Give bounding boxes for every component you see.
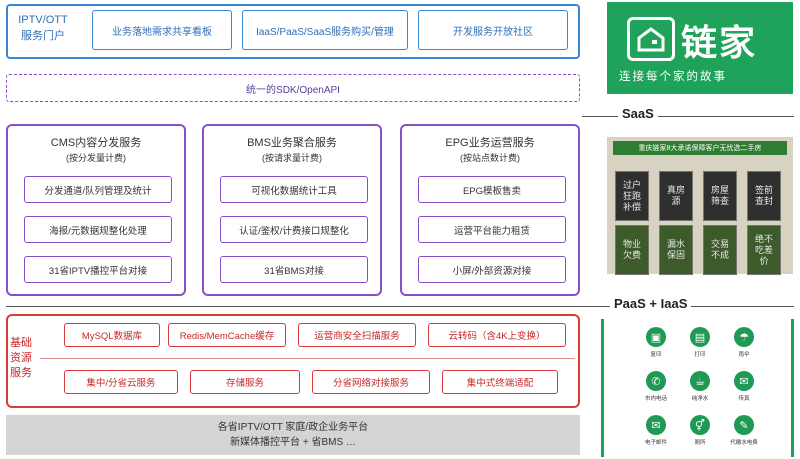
poster-tile-5: 物业 欠费	[615, 225, 649, 275]
base-storage: 存储服务	[190, 370, 300, 394]
base-cloud: 集中/分省云服务	[64, 370, 178, 394]
saas-separator	[582, 116, 794, 117]
portal-box-cloud-purchase: IaaS/PaaS/SaaS服务购买/管理	[242, 10, 408, 50]
base-transcode: 云转码（含4K上变换）	[428, 323, 566, 347]
house-logo-icon	[627, 17, 675, 61]
epg-item-3: 小屏/外部资源对接	[418, 256, 566, 283]
app-label-print: 打印	[694, 352, 706, 358]
cup-icon: ☕	[690, 371, 710, 391]
bms-item-3: 31省BMS对接	[220, 256, 368, 283]
portal-frame	[6, 4, 580, 59]
base-terminal: 集中式终端适配	[442, 370, 558, 394]
umbrella-icon: ☂	[734, 327, 754, 347]
app-label-copy: 复印	[650, 352, 662, 358]
lianjia-logo-panel: 链家 连接每个家的故事	[607, 2, 793, 94]
bms-service-title: BMS业务聚合服务	[247, 137, 337, 149]
app-label-fax: 传真	[738, 396, 750, 402]
bms-item-1: 可视化数据统计工具	[220, 176, 368, 203]
base-resource-title: 基础 资源 服务	[10, 337, 32, 379]
services-icon-grid: ▣ 复印 ▤ 打印 ☂ 雨伞 ✆ 市内电话 ☕ 纯净水 ✉ 传真 ✉ 电子邮件 …	[601, 319, 794, 457]
fax-icon: ✉	[734, 371, 754, 391]
brand-slogan: 连接每个家的故事	[619, 71, 727, 83]
edit-icon: ✎	[734, 415, 754, 435]
base-redis: Redis/MemCache缓存	[168, 323, 286, 347]
portal-box-dev-community: 开发服务开放社区	[418, 10, 568, 50]
poster-tile-6: 漏水 保固	[659, 225, 693, 275]
platform-bar: 各省IPTV/OTT 家庭/政企业务平台 新媒体播控平台 + 省BMS …	[6, 415, 580, 455]
promise-poster: 重庆链家8大承诺保障客户无忧选二手房 过户 狂跑 补偿 真房 源 房屋 筛查 签…	[607, 137, 793, 275]
epg-service-box: EPG业务运营服务 (按站点数计费) EPG模板售卖 运营平台能力租赁 小屏/外…	[400, 124, 580, 296]
app-label-water: 纯净水	[691, 396, 709, 402]
cms-service-box: CMS内容分发服务 (按分发量计费) 分发通道/队列管理及统计 海报/元数据规整…	[6, 124, 186, 296]
base-mysql: MySQL数据库	[64, 323, 160, 347]
poster-tile-2: 真房 源	[659, 171, 693, 221]
portal-box-demand-board: 业务落地需求共享看板	[92, 10, 232, 50]
base-security-scan: 运营商安全扫描服务	[298, 323, 416, 347]
app-label-email: 电子邮件	[644, 440, 667, 446]
cms-service-title: CMS内容分发服务	[50, 137, 142, 149]
app-label-utilities: 代缴水电费	[730, 440, 758, 446]
base-divider	[40, 358, 575, 359]
poster-tile-8: 绝不 吃差 价	[747, 225, 781, 275]
poster-tile-1: 过户 狂跑 补偿	[615, 171, 649, 221]
restroom-icon: ⚥	[690, 415, 710, 435]
bms-item-2: 认证/鉴权/计费接口规整化	[220, 216, 368, 243]
app-label-phone: 市内电话	[644, 396, 667, 402]
epg-item-1: EPG模板售卖	[418, 176, 566, 203]
phone-icon: ✆	[646, 371, 666, 391]
epg-service-billing: (按站点数计费)	[460, 153, 520, 163]
print-icon: ▤	[690, 327, 710, 347]
paas-iaas-label: PaaS + IaaS	[610, 296, 692, 311]
portal-title: IPTV/OTT 服务门户	[18, 14, 68, 42]
platform-line-1: 各省IPTV/OTT 家庭/政企业务平台	[217, 422, 369, 433]
app-label-restroom: 厕所	[694, 440, 706, 446]
poster-tile-4: 签前 查封	[747, 171, 781, 221]
cms-service-billing: (按分发量计费)	[66, 153, 126, 163]
epg-item-2: 运营平台能力租赁	[418, 216, 566, 243]
app-label-umbrella: 雨伞	[738, 352, 750, 358]
poster-tile-3: 房屋 筛查	[703, 171, 737, 221]
base-network: 分省网络对接服务	[312, 370, 430, 394]
base-resource-frame	[6, 314, 580, 408]
house-shape	[637, 27, 665, 52]
sdk-bar: 统一的SDK/OpenAPI	[6, 74, 580, 102]
poster-banner: 重庆链家8大承诺保障客户无忧选二手房	[613, 141, 787, 155]
bms-service-billing: (按请求量计费)	[262, 153, 322, 163]
saas-label: SaaS	[618, 106, 658, 121]
epg-service-title: EPG业务运营服务	[445, 137, 535, 149]
printer-icon: ▣	[646, 327, 666, 347]
cms-item-1: 分发通道/队列管理及统计	[24, 176, 172, 203]
brand-name: 链家	[681, 22, 758, 63]
bms-service-box: BMS业务聚合服务 (按请求量计费) 可视化数据统计工具 认证/鉴权/计费接口规…	[202, 124, 382, 296]
cms-item-2: 海报/元数据规整化处理	[24, 216, 172, 243]
mail-icon: ✉	[646, 415, 666, 435]
platform-line-2: 新媒体播控平台 + 省BMS …	[230, 437, 356, 448]
paas-separator	[6, 306, 794, 307]
cms-item-3: 31省IPTV播控平台对接	[24, 256, 172, 283]
poster-tile-7: 交易 不成	[703, 225, 737, 275]
